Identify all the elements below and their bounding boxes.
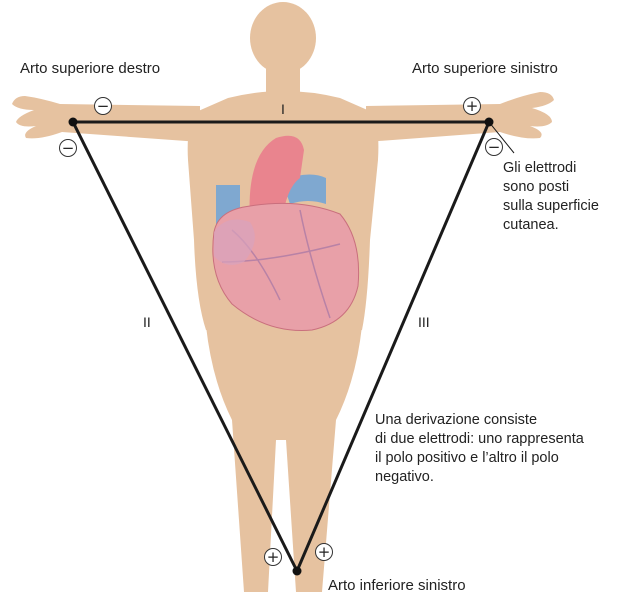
lead-definition-line: il polo positivo e l’altro il polo [375,449,584,468]
lead-definition-line: negativo. [375,468,584,487]
minus-sign-left-arm-lead3: − [485,138,503,156]
electrodes-note-line: cutanea. [503,216,599,235]
lead-definition-line: Una derivazione consiste [375,411,584,430]
electrodes-note-line: Gli elettrodi [503,159,599,178]
plus-sign-left-leg-lead2: + [264,548,282,566]
lead-II-label: II [143,314,151,330]
left-leg-label: Arto inferiore sinistro [328,576,466,595]
lead-I-label: I [281,101,285,117]
electrodes-note-line: sono posti [503,178,599,197]
lead-definition-note: Una derivazione consiste di due elettrod… [375,411,584,487]
electrodes-note: Gli elettrodi sono posti sulla superfici… [503,159,599,235]
right-arm-label: Arto superiore destro [20,59,160,78]
lead-III-label: III [418,314,430,330]
electrodes-note-line: sulla superficie [503,197,599,216]
lead-definition-line: di due elettrodi: uno rappresenta [375,430,584,449]
plus-sign-left-leg-lead3: + [315,543,333,561]
left-arm-label: Arto superiore sinistro [412,59,558,78]
electrode-left-leg [293,567,302,576]
minus-sign-right-arm-lead2: − [59,139,77,157]
minus-sign-right-arm-lead1: − [94,97,112,115]
electrode-right-arm [69,118,78,127]
plus-sign-left-arm-lead1: + [463,97,481,115]
electrode-left-arm [485,118,494,127]
